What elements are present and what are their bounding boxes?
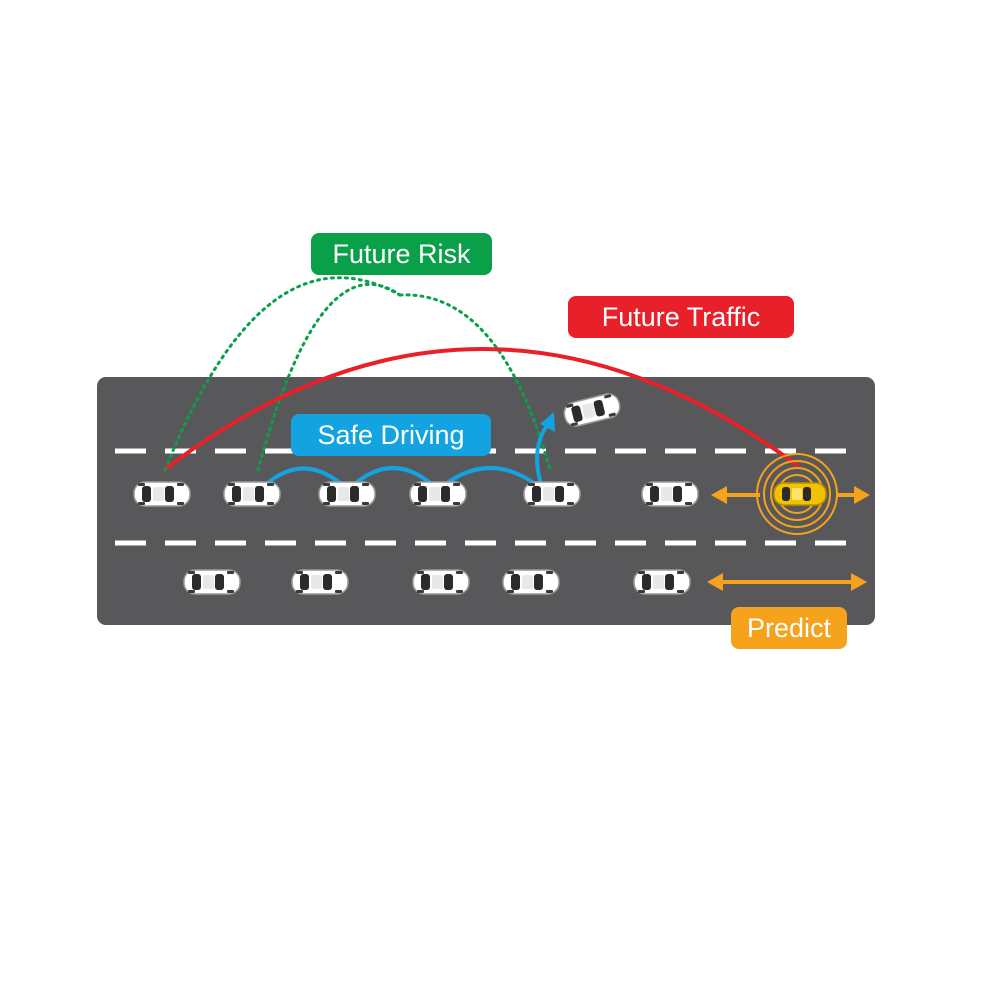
future-traffic-arc — [166, 347, 799, 469]
double-arrow-icon — [711, 486, 870, 504]
car — [523, 481, 581, 507]
future-risk-arc-1 — [163, 276, 402, 472]
car — [641, 481, 699, 507]
car — [133, 481, 191, 507]
double-arrow-icon — [707, 573, 867, 591]
future-risk-arc-2 — [256, 283, 402, 472]
car — [412, 569, 470, 595]
car — [183, 569, 241, 595]
future-traffic-label: Future Traffic — [568, 296, 794, 338]
safe-driving-arrowhead — [540, 412, 555, 432]
car — [223, 481, 281, 507]
car — [318, 481, 376, 507]
car — [502, 569, 560, 595]
future-risk-label: Future Risk — [311, 233, 492, 275]
car — [291, 569, 349, 595]
safe-driving-path — [256, 466, 545, 494]
ego-car-icon — [773, 482, 827, 506]
safe-driving-label: Safe Driving — [291, 414, 491, 456]
predict-label: Predict — [731, 607, 847, 649]
car — [633, 569, 691, 595]
future-risk-arc-3 — [398, 293, 552, 472]
car — [409, 481, 467, 507]
